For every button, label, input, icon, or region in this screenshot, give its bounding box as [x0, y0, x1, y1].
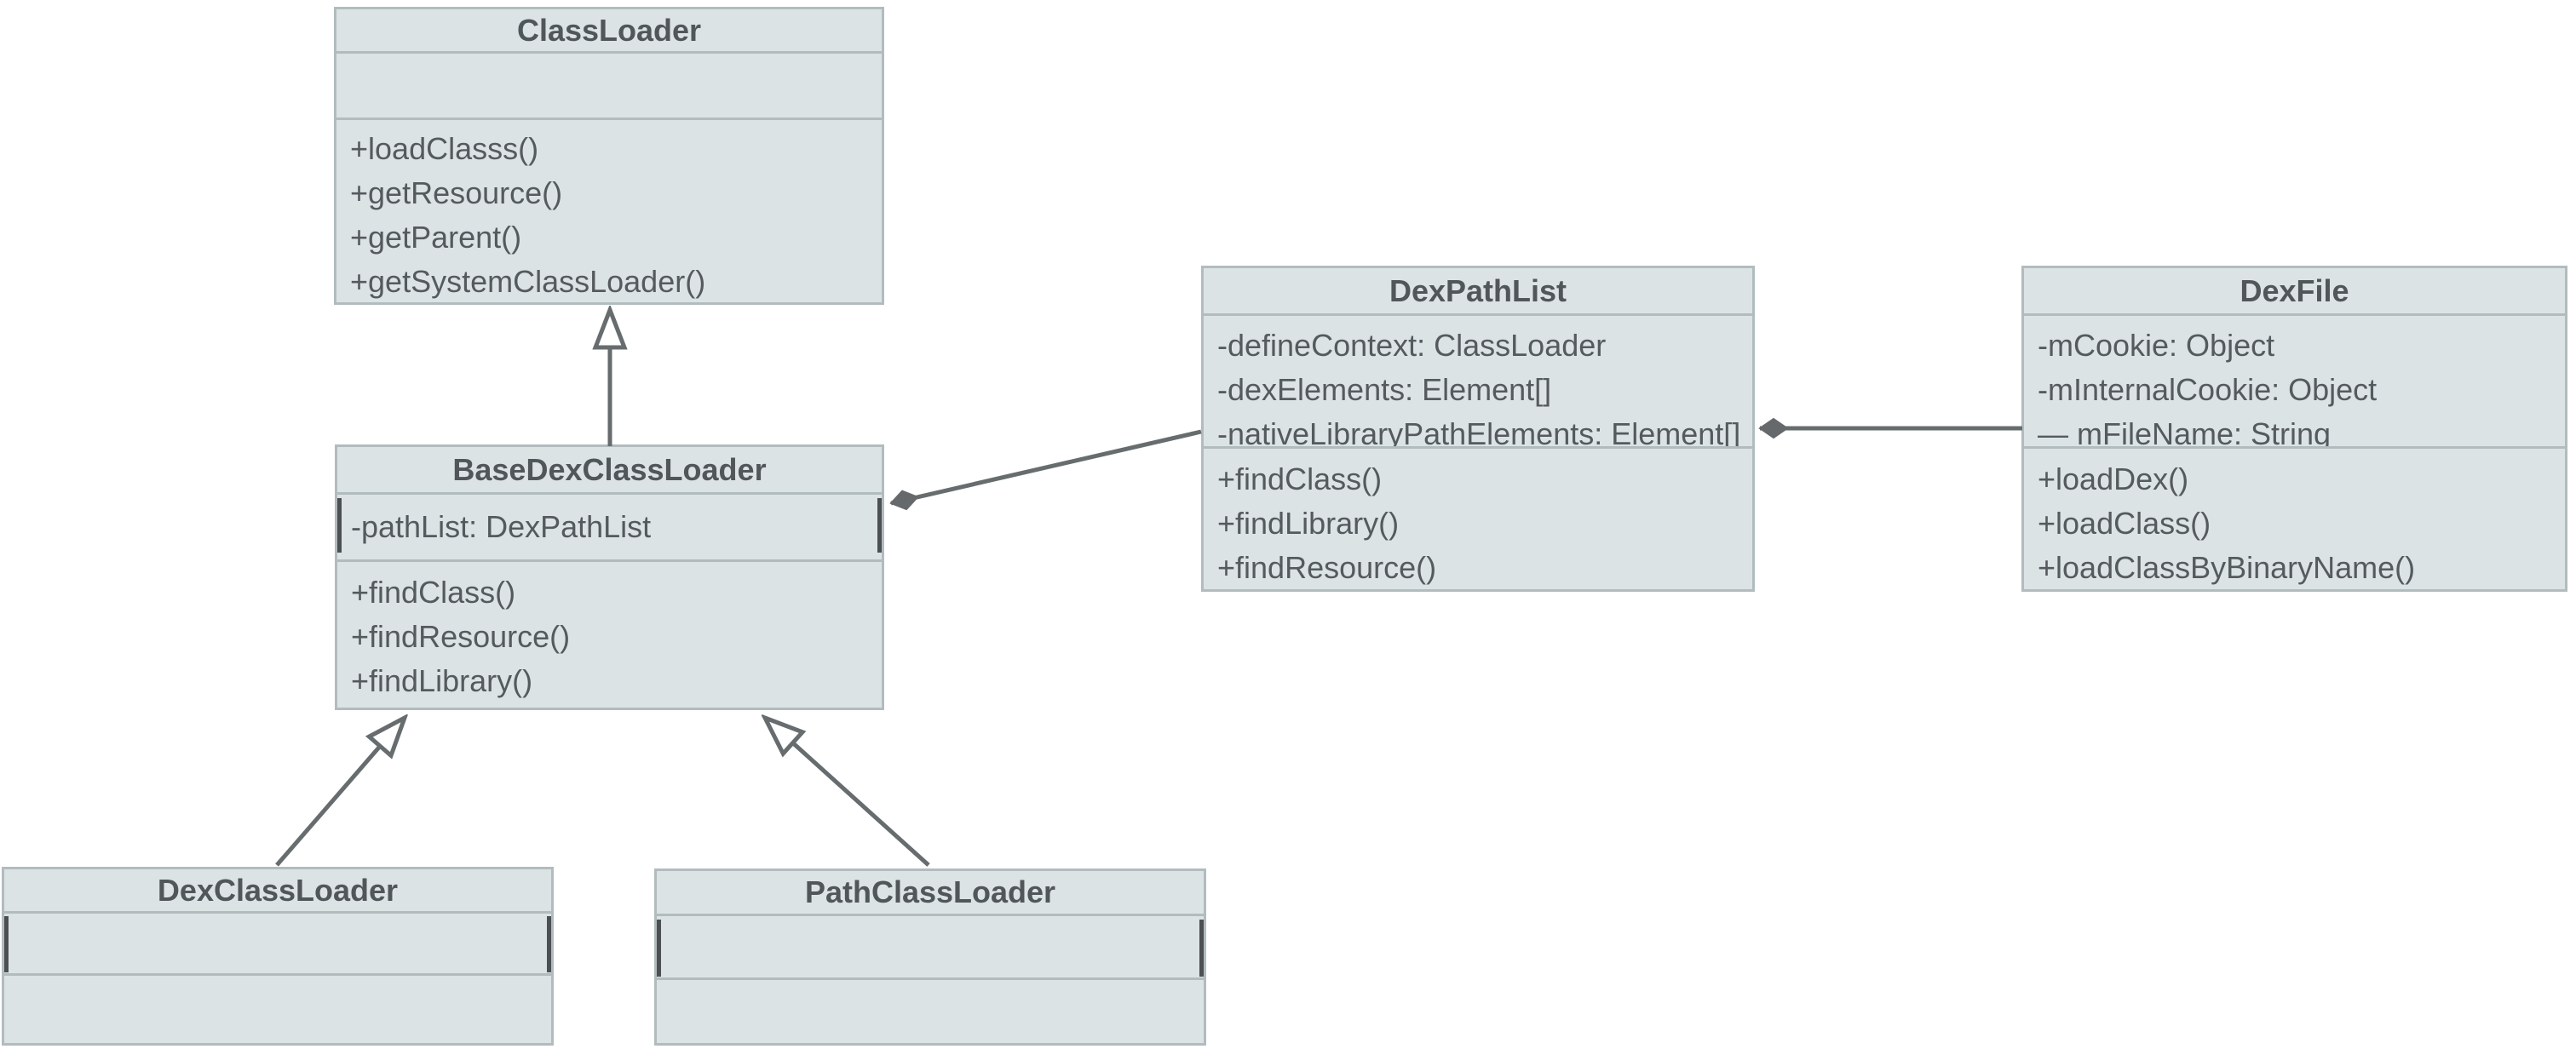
selected-edge-left: [337, 498, 342, 553]
attributes-compartment: -defineContext: ClassLoader -dexElements…: [1204, 316, 1752, 449]
methods-compartment: +findClass() +findResource() +findLibrar…: [337, 562, 882, 703]
attribute-row: -pathList: DexPathList: [351, 509, 652, 544]
attribute-row: — mFileName: String: [2038, 416, 2332, 449]
method-row: +getSystemClassLoader(): [350, 264, 706, 299]
class-box-dexclassloader[interactable]: DexClassLoader: [2, 867, 554, 1046]
selected-edge-right: [547, 916, 551, 972]
methods-compartment: +loadDex() +loadClass() +loadClassByBina…: [2024, 449, 2565, 590]
method-row: +findLibrary(): [1217, 506, 1400, 541]
class-box-dexfile[interactable]: DexFile -mCookie: Object -mInternalCooki…: [2021, 266, 2567, 592]
method-row: +findResource(): [351, 619, 571, 654]
attributes-compartment: -pathList: DexPathList: [337, 495, 882, 562]
attributes-compartment: [657, 916, 1204, 980]
class-box-classloader[interactable]: ClassLoader +loadClasss() +getResource()…: [334, 7, 884, 305]
attributes-compartment: [336, 54, 882, 120]
method-row: +getParent(): [350, 220, 522, 255]
selected-edge-left: [4, 916, 9, 972]
inheritance-connector-dexclassloader-to-basedex: [275, 718, 405, 867]
method-row: +loadClasss(): [350, 131, 539, 166]
attribute-row: -mCookie: Object: [2038, 328, 2275, 363]
class-title: DexFile: [2024, 268, 2565, 316]
class-title: DexClassLoader: [4, 869, 551, 914]
class-title: BaseDexClassLoader: [337, 447, 882, 495]
class-box-basedexclassloader[interactable]: BaseDexClassLoader -pathList: DexPathLis…: [335, 444, 884, 710]
class-box-dexpathlist[interactable]: DexPathList -defineContext: ClassLoader …: [1201, 266, 1755, 592]
class-title: ClassLoader: [336, 9, 882, 54]
selected-edge-right: [877, 498, 882, 553]
class-box-pathclassloader[interactable]: PathClassLoader: [654, 868, 1206, 1046]
method-row: +loadClassByBinaryName(): [2038, 550, 2416, 585]
attribute-row: -defineContext: ClassLoader: [1217, 328, 1607, 363]
class-title: DexPathList: [1204, 268, 1752, 316]
method-row: +findClass(): [351, 575, 516, 610]
attribute-row: -nativeLibraryPathElements: Element[]: [1217, 416, 1741, 449]
attribute-row: -mInternalCookie: Object: [2038, 372, 2378, 407]
composition-connector-dexpathlist-to-basedex: [889, 429, 1202, 511]
method-row: +loadDex(): [2038, 461, 2189, 496]
attribute-row: -dexElements: Element[]: [1217, 372, 1552, 407]
attributes-compartment: [4, 914, 551, 976]
inheritance-connector-pathclassloader-to-basedex: [765, 718, 930, 867]
methods-compartment: +findClass() +findLibrary() +findResourc…: [1204, 449, 1752, 590]
method-row: +getResource(): [350, 175, 563, 210]
method-row: +findLibrary(): [351, 663, 533, 698]
class-title: PathClassLoader: [657, 871, 1204, 916]
selected-edge-left: [657, 920, 661, 977]
methods-compartment: +loadClasss() +getResource() +getParent(…: [336, 120, 882, 304]
selected-edge-right: [1199, 920, 1204, 977]
method-row: +findResource(): [1217, 550, 1437, 585]
attributes-compartment: -mCookie: Object -mInternalCookie: Objec…: [2024, 316, 2565, 449]
method-row: +loadClass(): [2038, 506, 2211, 541]
method-row: +findClass(): [1217, 461, 1383, 496]
